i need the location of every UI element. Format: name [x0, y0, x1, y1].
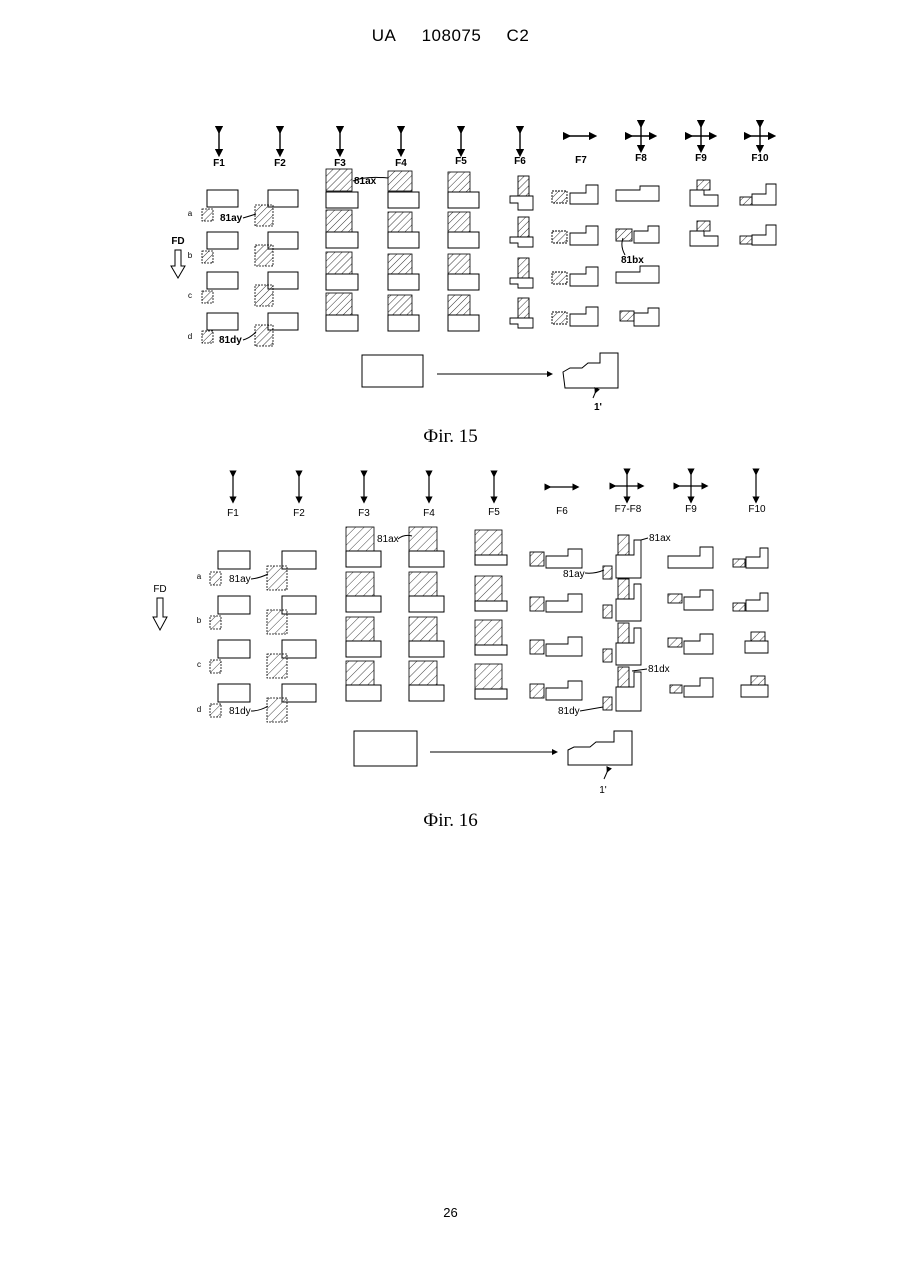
f15-col-f4: F4 — [395, 158, 407, 169]
f15-col-f6: F6 — [514, 156, 526, 167]
f16-ann-81dx: 81dx — [648, 664, 670, 675]
f16-col-f2: F2 — [293, 508, 305, 519]
f15-ann-81ay: 81ay — [220, 213, 243, 224]
f15-col-f9: F9 — [695, 153, 707, 164]
f16-ann-81ay: 81ay — [229, 574, 251, 585]
f16-product-profile — [568, 731, 632, 765]
f15-raw-block — [362, 355, 423, 387]
f16-ann-81dy-2: 81dy — [558, 706, 580, 717]
f16-fd-label: FD — [153, 584, 166, 595]
f16-ann-81ay-2: 81ay — [563, 569, 585, 580]
f16-col-f4: F4 — [423, 508, 435, 519]
f16-col-f6: F6 — [556, 506, 568, 517]
page-number: 26 — [0, 1205, 901, 1220]
f16-row-d: d — [197, 705, 201, 714]
f16-row-c: c — [197, 660, 201, 669]
f15-ann-81dy: 81dy — [219, 335, 242, 346]
f15-ann-81ax: 81ax — [354, 176, 377, 187]
f15-fd-label: FD — [171, 236, 184, 247]
figure-15-caption: Фіг. 15 — [0, 426, 901, 448]
f15-col-f1: F1 — [213, 158, 225, 169]
f15-col-f7: F7 — [575, 155, 587, 166]
f16-raw-block — [354, 731, 417, 766]
figure-16-drawing: F1 F2 F3 F4 F5 F6 F7-F8 F9 F10 a b c d F… — [0, 460, 901, 810]
f15-product-profile — [563, 353, 618, 388]
figure-15-drawing: F1 F2 F3 F4 F5 F6 F7 F8 F9 F10 a b c d F… — [0, 0, 901, 460]
f15-row-a: a — [188, 209, 193, 218]
f15-row-d: d — [188, 332, 192, 341]
f16-col-f10: F10 — [748, 504, 766, 515]
f15-col-f8: F8 — [635, 153, 647, 164]
f15-col-f2: F2 — [274, 158, 286, 169]
f16-ann-81dy: 81dy — [229, 706, 251, 717]
f16-product-label: 1' — [599, 785, 607, 796]
f16-ann-81ax: 81ax — [377, 534, 399, 545]
f15-row-c: c — [188, 291, 192, 300]
f15-fd-arrow — [171, 250, 185, 278]
f16-ann-81ax-2: 81ax — [649, 533, 671, 544]
f15-product-label: 1' — [594, 402, 602, 413]
f15-col-f5: F5 — [455, 156, 467, 167]
f16-col-f9: F9 — [685, 504, 697, 515]
f16-col-f5: F5 — [488, 507, 500, 518]
f16-fd-arrow — [153, 598, 167, 630]
f15-ann-81bx: 81bx — [621, 255, 644, 266]
f16-row-b: b — [197, 616, 202, 625]
f16-col-f3: F3 — [358, 508, 370, 519]
f16-col-f7-f8: F7-F8 — [615, 504, 642, 515]
f16-row-a: a — [197, 572, 202, 581]
f16-col-f1: F1 — [227, 508, 239, 519]
figure-16-caption: Фіг. 16 — [0, 810, 901, 832]
f15-row-b: b — [188, 251, 193, 260]
f15-col-f10: F10 — [751, 153, 769, 164]
f15-col-f3: F3 — [334, 158, 346, 169]
